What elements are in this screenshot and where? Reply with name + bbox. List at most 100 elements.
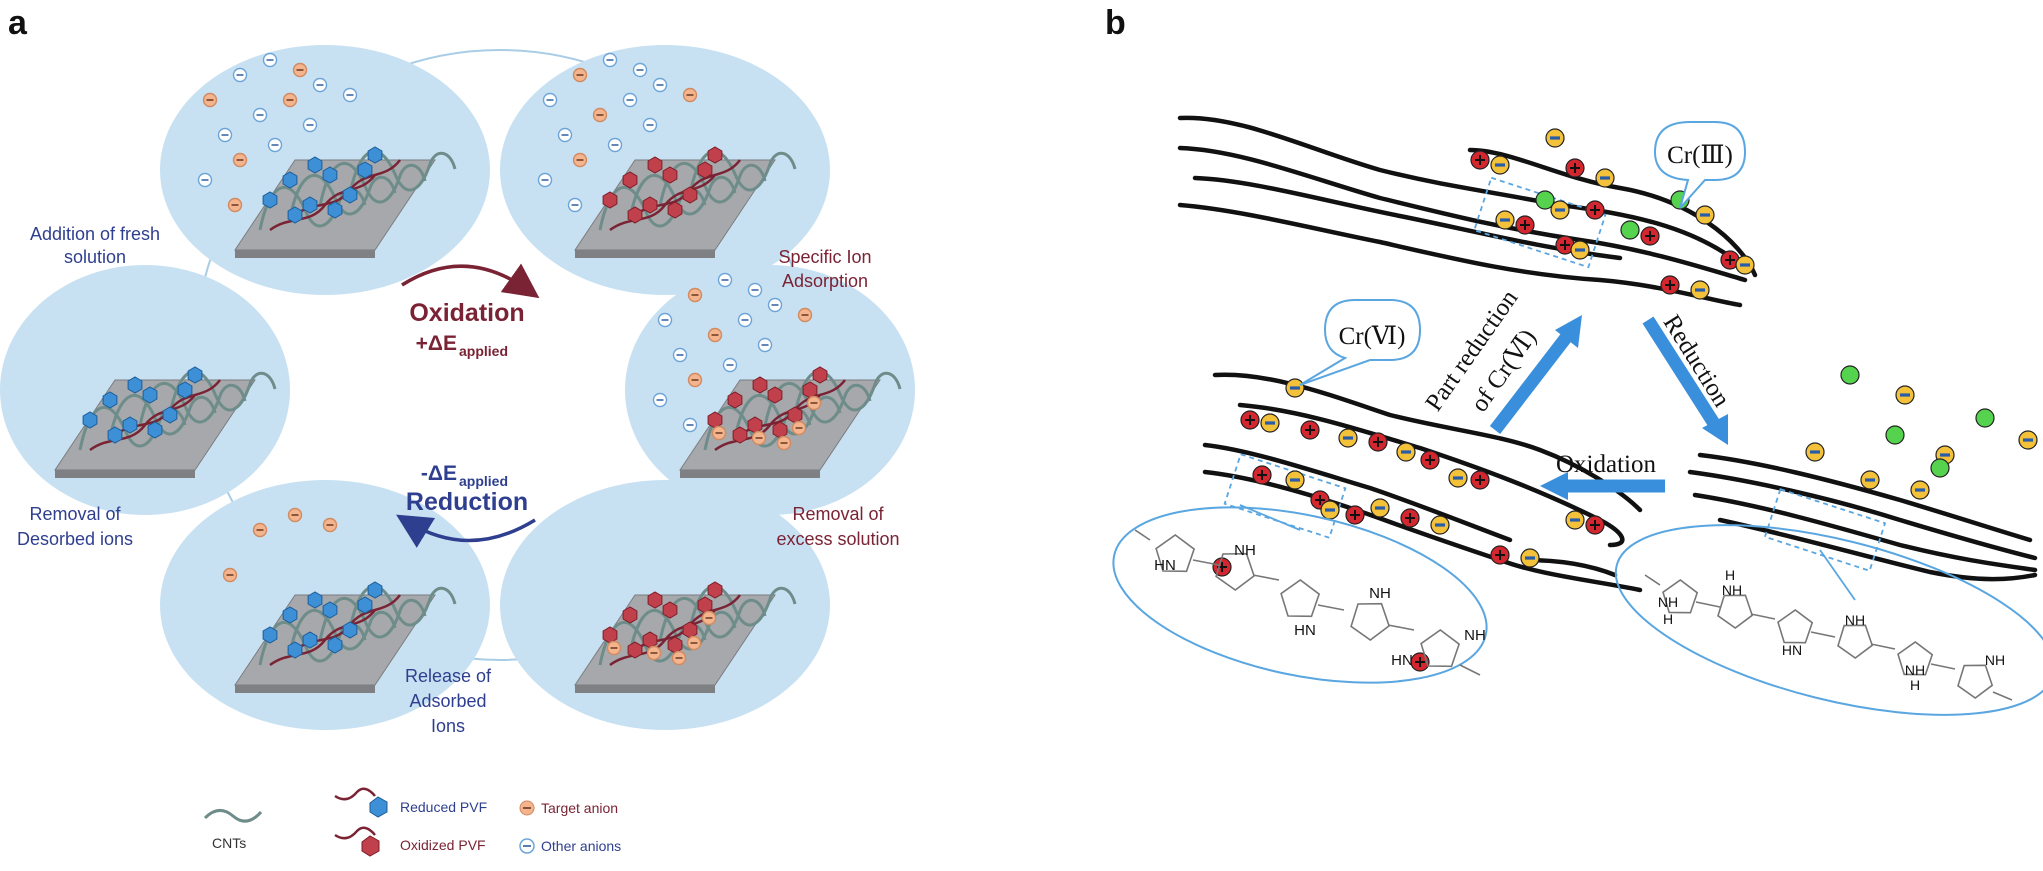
nh-left-3: HN bbox=[1294, 622, 1316, 639]
legend-oxidized-pvf-icon bbox=[361, 835, 380, 857]
pyrrole-ring-right-5 bbox=[1957, 664, 1994, 699]
legend-oxidized-pvf: Oxidized PVF bbox=[400, 837, 486, 853]
pvf-adsorption-8 bbox=[667, 201, 683, 219]
pvf-excess-6 bbox=[802, 381, 818, 399]
electrode-edge-adsorption bbox=[575, 250, 715, 258]
panel-a-letter: a bbox=[8, 4, 28, 42]
pvf-excess-4 bbox=[787, 406, 803, 424]
pyrrole-ring-right-1 bbox=[1717, 594, 1754, 629]
pvf-adsorption-2 bbox=[642, 196, 658, 214]
part-reduction-arrow-shaft bbox=[1489, 331, 1574, 434]
stage-label-adsorption-line1: Specific Ion bbox=[778, 247, 871, 267]
chromate-ion-22-sign bbox=[1265, 421, 1275, 425]
cr3-callout: Cr(Ⅲ) bbox=[1653, 121, 1747, 209]
nh-right-5: NH bbox=[1905, 662, 1925, 678]
stage-label-excess-line2: excess solution bbox=[776, 529, 899, 549]
pyrrole-ring-right-4 bbox=[1897, 641, 1934, 676]
pvf-desorbed-3 bbox=[142, 386, 158, 404]
stage-label-excess: Removal of excess solution bbox=[776, 504, 899, 549]
pvf-excess-7 bbox=[732, 426, 748, 444]
pvf-fresh-0 bbox=[262, 191, 278, 209]
oxidation-potential-sub: applied bbox=[459, 343, 508, 359]
ions bbox=[1212, 128, 2038, 672]
stage-label-desorbed-line2: Desorbed ions bbox=[17, 529, 133, 549]
cnt-desorbed-1 bbox=[108, 394, 217, 439]
pvf-washed-9 bbox=[367, 581, 383, 599]
chromate-ion-43-sign bbox=[1900, 393, 1910, 397]
methyl-right-1 bbox=[1644, 574, 1661, 586]
cr3-ion-50 bbox=[1930, 458, 1950, 478]
chromate-ion-48-sign bbox=[1940, 453, 1950, 457]
legend-other-anions: Other anions bbox=[541, 838, 621, 854]
cnt-washed-1 bbox=[288, 609, 397, 654]
fiber-top-selection-box bbox=[1473, 176, 1607, 269]
stage-label-excess-line1: Removal of bbox=[792, 504, 884, 524]
pvf-desorbed-4 bbox=[162, 406, 178, 424]
pvf-adsorption-4 bbox=[682, 186, 698, 204]
pvf-washed-4 bbox=[342, 621, 358, 639]
legend-oxidized-chain-icon bbox=[334, 826, 376, 840]
electrode-edge-washed bbox=[235, 685, 375, 693]
pvf-excess-3 bbox=[767, 386, 783, 404]
chromate-ion-51-sign bbox=[1915, 488, 1925, 492]
pvf-washed-0 bbox=[262, 626, 278, 644]
methyl-left-1 bbox=[1134, 529, 1151, 541]
legend-target-anion: Target anion bbox=[541, 800, 618, 816]
methyl-right-2 bbox=[1992, 691, 2013, 701]
oxidation-arrow bbox=[401, 263, 540, 299]
pvf-release-8 bbox=[667, 636, 683, 654]
pvf-adsorption-3 bbox=[662, 166, 678, 184]
chromate-ion-38-sign bbox=[1570, 518, 1580, 522]
cr3-ion-42 bbox=[1840, 365, 1860, 385]
pvf-fresh-1 bbox=[282, 171, 298, 189]
fibers-top bbox=[1177, 115, 1758, 308]
pyrrole-ring-left-4 bbox=[1420, 629, 1461, 668]
pvf-washed-6 bbox=[357, 596, 373, 614]
oxidation-label-b: Oxidation bbox=[1556, 451, 1656, 478]
pyrrole-bond-right-3 bbox=[1870, 643, 1896, 650]
stage-label-release-line2: Adsorbed bbox=[409, 691, 486, 711]
pyrrole-bond-right-4 bbox=[1930, 663, 1956, 670]
electrode-edge-excess bbox=[680, 470, 820, 478]
h-right-5: H bbox=[1910, 677, 1920, 693]
cnt-adsorption-1 bbox=[628, 174, 737, 219]
cnt-fresh-3 bbox=[348, 150, 457, 195]
cnt-washed-3 bbox=[348, 585, 457, 630]
reduction-label: Reduction bbox=[406, 488, 528, 516]
cnt-excess-3 bbox=[793, 370, 902, 415]
legend-cnts: CNTs bbox=[212, 835, 246, 851]
stage-label-fresh-line2: solution bbox=[64, 247, 126, 267]
stage-label-fresh-line1: Addition of fresh bbox=[30, 224, 160, 244]
nh-left-6: NH bbox=[1464, 627, 1486, 644]
pvf-washed-3 bbox=[322, 601, 338, 619]
pvf-fresh-6 bbox=[357, 161, 373, 179]
pvf-adsorption-7 bbox=[627, 206, 643, 224]
pvf-washed-7 bbox=[287, 641, 303, 659]
electrode-edge-fresh bbox=[235, 250, 375, 258]
pvf-desorbed-8 bbox=[147, 421, 163, 439]
h-right-1: H bbox=[1663, 611, 1673, 627]
pvf-excess-1 bbox=[727, 391, 743, 409]
stage-label-adsorption-line2: Adsorption bbox=[782, 271, 868, 291]
hn-right-3: HN bbox=[1782, 642, 1802, 658]
legend-cnt-icon bbox=[203, 809, 263, 823]
pvf-release-4 bbox=[682, 621, 698, 639]
panel-b: b Cr(Ⅵ) bbox=[1105, 4, 2043, 716]
nh-left-5: HN bbox=[1391, 652, 1413, 669]
nh-right-6: NH bbox=[1985, 652, 2005, 668]
stage-label-fresh: Addition of fresh solution bbox=[30, 224, 160, 267]
chromate-ion-20-sign bbox=[1290, 386, 1300, 390]
panel-b-letter: b bbox=[1105, 4, 1126, 42]
chromate-ion-33-sign bbox=[1435, 523, 1445, 527]
pyrrole-bond-left-1 bbox=[1252, 574, 1280, 581]
pyrrole-ring-left-1 bbox=[1215, 552, 1256, 591]
stage-label-adsorption: Specific Ion Adsorption bbox=[778, 247, 871, 291]
chromate-ion-19-sign bbox=[1695, 288, 1705, 292]
stage-release bbox=[500, 480, 830, 730]
nh-left-2: NH bbox=[1234, 542, 1256, 559]
stage-label-release-line3: Ions bbox=[431, 716, 465, 736]
stage-excess bbox=[625, 265, 915, 515]
